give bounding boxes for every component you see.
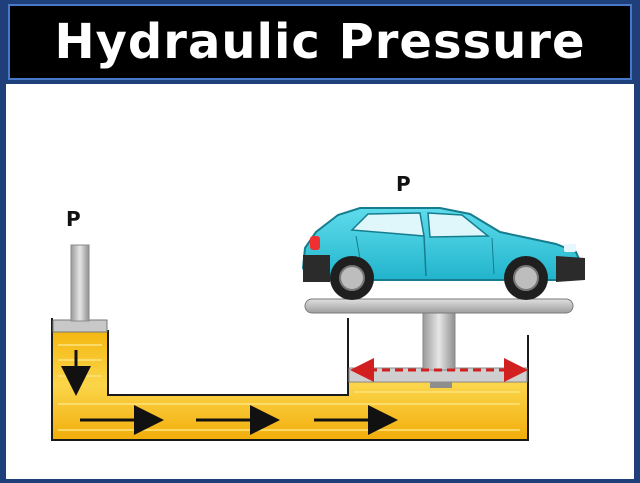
small-piston-pressure-label: P <box>66 207 81 231</box>
large-piston-rod <box>422 311 456 371</box>
container-walls <box>51 318 529 441</box>
page-title: Hydraulic Pressure <box>54 14 586 70</box>
car-icon <box>301 207 585 300</box>
small-piston-head <box>52 319 108 333</box>
hydraulic-fluid <box>52 330 528 440</box>
title-bar: Hydraulic Pressure <box>8 4 632 80</box>
large-piston-collar <box>430 382 452 388</box>
lift-platform <box>304 298 574 314</box>
large-piston-pressure-label: P <box>396 172 411 196</box>
small-piston-rod <box>70 244 90 322</box>
